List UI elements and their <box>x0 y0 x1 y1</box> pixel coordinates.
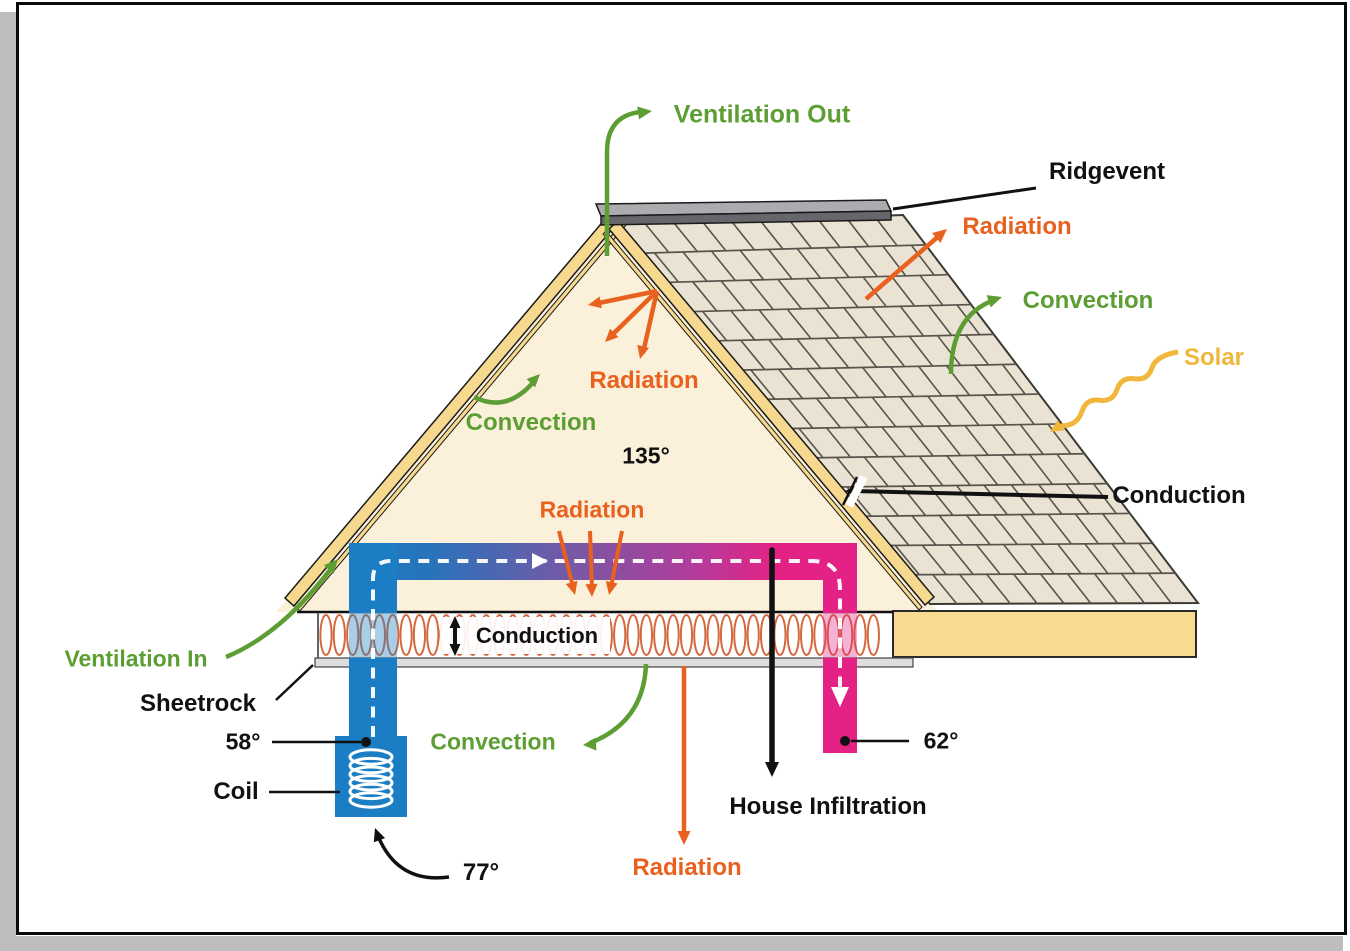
label-radiation-attic: Radiation <box>589 367 699 394</box>
label-conduction-insulation: Conduction <box>475 623 599 648</box>
label-ventilation-out: Ventilation Out <box>673 100 851 129</box>
label-house-infiltration: House Infiltration <box>729 793 927 820</box>
label-ventilation-in: Ventilation In <box>64 645 208 672</box>
label-sheetrock: Sheetrock <box>139 690 257 717</box>
label-coil: Coil <box>213 778 259 805</box>
frame-shadow-left <box>0 12 16 951</box>
label-radiation-ceiling: Radiation <box>539 496 645 523</box>
label-conduction-roof: Conduction <box>1112 482 1246 509</box>
label-coil-entering-temp: 77° <box>462 859 500 886</box>
frame-shadow-bottom <box>0 936 1343 951</box>
label-convection-duct: Convection <box>430 728 556 755</box>
label-supply-temp: 58° <box>225 728 261 755</box>
label-convection-roof: Convection <box>1022 287 1154 314</box>
label-solar: Solar <box>1183 344 1245 371</box>
label-convection-attic: Convection <box>465 409 597 436</box>
label-ridgevent: Ridgevent <box>1048 158 1166 185</box>
label-radiation-below: Radiation <box>632 854 742 881</box>
label-radiation-roof: Radiation <box>962 213 1072 240</box>
label-attic-temp: 135° <box>622 442 670 469</box>
label-return-temp: 62° <box>923 727 959 754</box>
